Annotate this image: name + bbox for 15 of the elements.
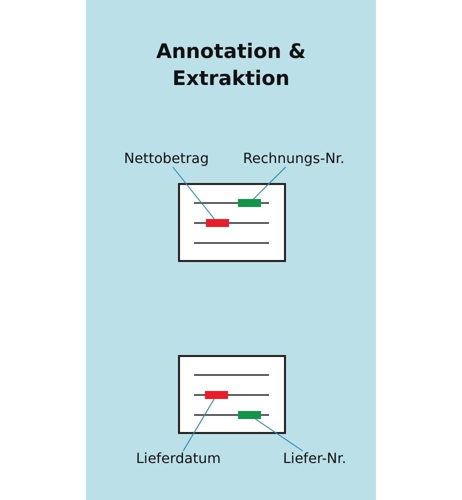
field-label: Liefer-Nr. (283, 451, 346, 467)
highlight-bar (206, 219, 229, 227)
field-label: Rechnungs-Nr. (243, 151, 345, 167)
leader-line (172, 166, 215, 220)
document-box (178, 183, 286, 262)
leader-line (253, 166, 286, 200)
highlight-bar (238, 199, 261, 207)
highlight-bar (238, 411, 261, 419)
leader-line (182, 398, 215, 452)
title: Annotation & Extraktion (155, 38, 307, 92)
field-label: Nettobetrag (124, 151, 209, 167)
highlight-bar (205, 391, 228, 399)
field-label: Lieferdatum (136, 451, 221, 467)
document-box (178, 355, 286, 434)
leader-line (254, 418, 304, 452)
